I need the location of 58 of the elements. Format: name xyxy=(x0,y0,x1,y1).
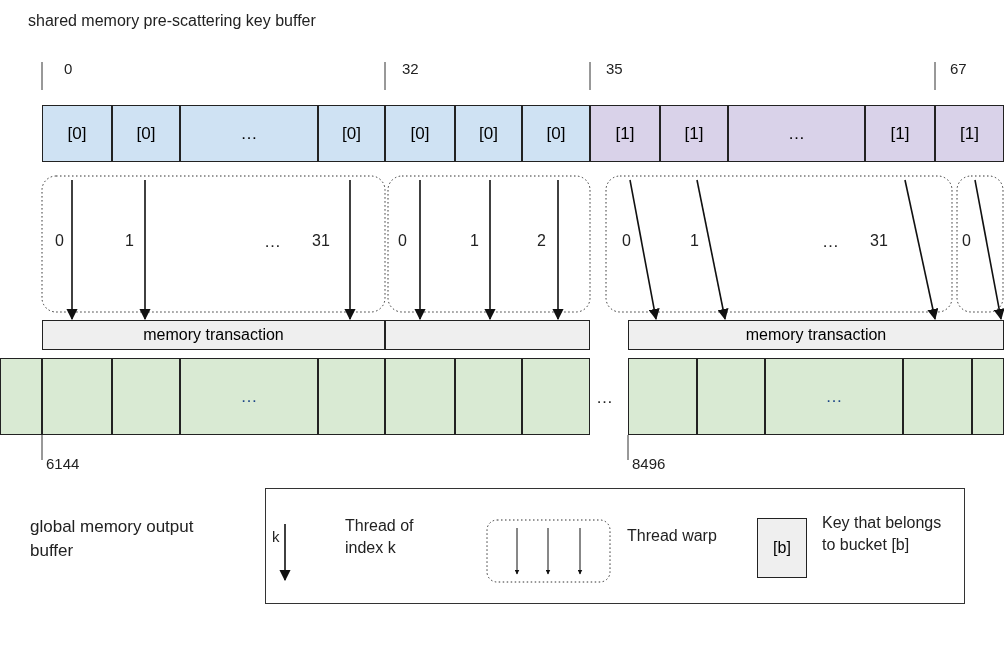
thread-arrow xyxy=(414,179,426,321)
index-label: 6144 xyxy=(46,455,80,472)
ellipsis: … xyxy=(264,232,281,252)
output-cell xyxy=(628,358,697,435)
output-cell xyxy=(697,358,765,435)
output-cell xyxy=(112,358,180,435)
title: shared memory pre-scattering key buffer xyxy=(28,12,316,30)
key-cell: [1] xyxy=(590,105,660,162)
thread-warp-outline xyxy=(41,175,386,313)
output-cell xyxy=(385,358,455,435)
thread-arrow xyxy=(552,179,564,321)
key-cell: [1] xyxy=(935,105,1004,162)
key-cell: … xyxy=(728,105,865,162)
transaction-bar: memory transaction xyxy=(42,320,385,350)
ellipsis: … xyxy=(822,232,839,252)
key-cell: [0] xyxy=(318,105,385,162)
thread-arrow xyxy=(344,179,356,321)
key-cell: [1] xyxy=(865,105,935,162)
transaction-bar xyxy=(385,320,590,350)
output-cell xyxy=(455,358,522,435)
thread-arrow xyxy=(974,179,1004,321)
key-cell: [1] xyxy=(660,105,728,162)
thread-warp-outline xyxy=(387,175,591,313)
key-cell: [0] xyxy=(385,105,455,162)
key-cell: [0] xyxy=(522,105,590,162)
buffer-label: global memory output buffer xyxy=(30,516,195,562)
key-cell: [0] xyxy=(42,105,112,162)
transaction-bar: memory transaction xyxy=(628,320,1004,350)
legend-text: Thread warp xyxy=(627,526,717,546)
thread-warp-outline xyxy=(605,175,953,313)
legend-text: Thread of index k xyxy=(345,516,415,558)
legend-key-cell: [b] xyxy=(757,518,807,578)
thread-arrow xyxy=(629,179,660,321)
output-cell xyxy=(0,358,42,435)
thread-arrow xyxy=(904,179,939,321)
output-cell xyxy=(972,358,1004,435)
output-cell xyxy=(318,358,385,435)
output-cell: … xyxy=(765,358,903,435)
output-cell xyxy=(522,358,590,435)
thread-warp-outline xyxy=(956,175,1004,313)
index-label: 35 xyxy=(606,60,623,77)
thread-arrow xyxy=(696,179,729,321)
index-label: 8496 xyxy=(632,455,666,472)
ellipsis: … xyxy=(596,388,613,408)
thread-arrow xyxy=(484,179,496,321)
legend-symbol-label: k xyxy=(272,528,280,545)
thread-arrow xyxy=(139,179,151,321)
key-cell: … xyxy=(180,105,318,162)
index-label: 0 xyxy=(64,60,73,77)
legend-text: Key that belongs to bucket [b] xyxy=(822,513,943,555)
key-cell: [0] xyxy=(455,105,522,162)
thread-arrow xyxy=(66,179,78,321)
index-label: 67 xyxy=(950,60,967,77)
output-cell xyxy=(903,358,972,435)
key-cell: [0] xyxy=(112,105,180,162)
index-label: 32 xyxy=(402,60,419,77)
output-cell xyxy=(42,358,112,435)
output-cell: … xyxy=(180,358,318,435)
